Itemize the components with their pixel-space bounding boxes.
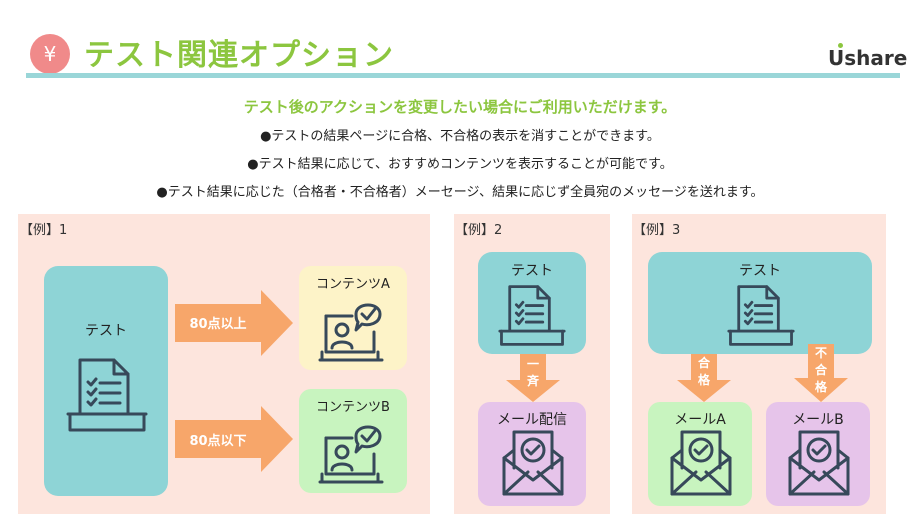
bullet-2: ●テスト結果に応じて、おすすめコンテンツを表示することが可能です。 [247,157,673,172]
arrow-broadcast-char-1: 一 [526,357,539,371]
presenter-chat-icon [318,414,390,486]
header-rule [26,73,900,78]
arrow-fail [794,344,848,402]
logo-text: share [844,46,908,70]
arrow-broadcast [506,354,560,402]
arrow-fail-label: 80点以下 [189,434,247,449]
arrow-fail [175,406,293,472]
yen-glyph: ¥ [43,42,57,66]
example-3-label: 【例】3 [633,223,681,238]
test-document-icon [66,352,148,432]
presenter-chat-icon [318,292,390,364]
logo-dot [838,43,843,48]
arrow-pass [677,354,731,402]
example-3-test-label: テスト [739,263,781,279]
arrow-fail-char-2: 合 [814,363,827,377]
arrow-fail-char-1: 不 [814,346,827,360]
example-1-test-box [44,266,168,496]
mail-check-icon [500,428,566,496]
lead-text: テスト後のアクションを変更したい場合にご利用いただけます。 [243,98,677,116]
arrow-fail-char-3: 格 [814,380,827,394]
mail-check-icon [786,428,852,496]
mail-check-icon [668,428,734,496]
arrow-pass [175,290,293,356]
example-1-label: 【例】1 [20,223,68,238]
example-3-test-box [648,252,872,354]
logo-u: U [828,46,845,70]
page-title: テスト関連オプション [84,38,394,73]
example-2-test-label: テスト [511,263,553,279]
mail-b-label: メールB [792,412,844,428]
arrow-broadcast-char-2: 斉 [526,374,539,388]
content-b-box [299,389,407,493]
arrow-pass-char-1: 合 [697,356,710,370]
content-b-label: コンテンツB [316,400,390,415]
arrow-pass-char-2: 格 [697,373,710,387]
bullet-3: ●テスト結果に応じた（合格者・不合格者）メーセージ、結果に応じず全員宛のメッセー… [156,185,764,200]
ushare-logo: Ushare [828,46,907,70]
example-2-test-box [478,252,586,354]
mail-delivery-label: メール配信 [497,412,567,428]
example-1-test-label: テスト [85,323,127,339]
content-a-label: コンテンツA [316,277,390,292]
yen-icon: ¥ [30,34,70,74]
test-document-icon [497,280,567,346]
arrow-pass-label: 80点以上 [189,317,247,332]
mail-a-label: メールA [674,412,726,428]
bullet-1: ●テストの結果ページに合格、不合格の表示を消すことができます。 [260,129,660,144]
test-document-icon [726,280,796,346]
example-2-label: 【例】2 [455,223,503,238]
